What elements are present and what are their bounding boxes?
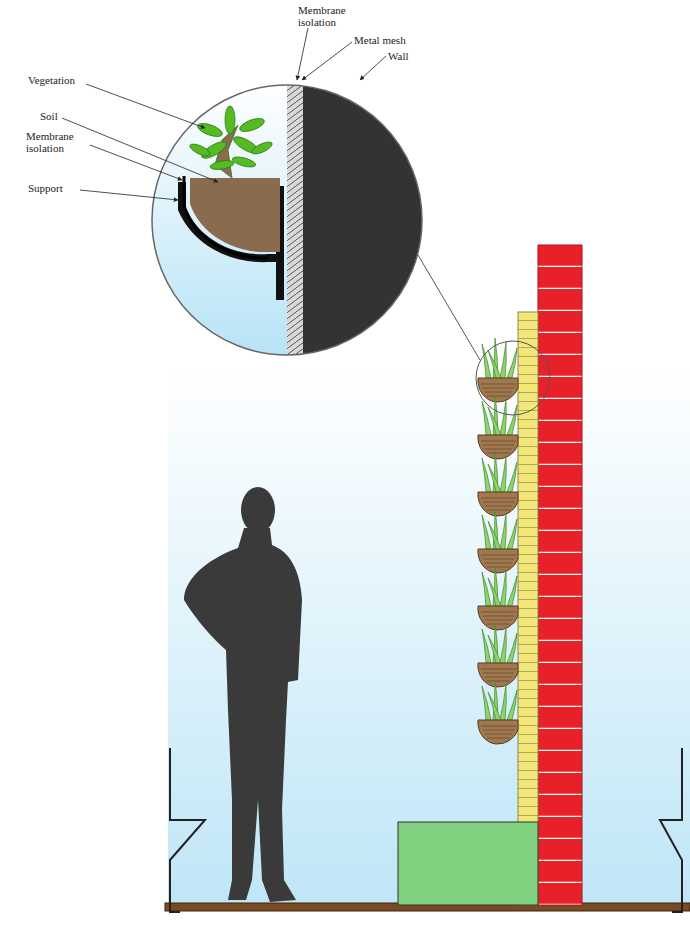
pot-stroke: [481, 441, 516, 442]
pot-stroke: [485, 620, 512, 621]
grass-blade: [488, 521, 501, 549]
pot-stroke: [485, 677, 512, 678]
pot-stroke: [483, 388, 514, 389]
pot-stroke: [481, 555, 516, 556]
pot-stroke: [483, 673, 514, 674]
grass-blade: [488, 635, 501, 663]
grass-blade: [500, 513, 506, 549]
pot-bowl: [478, 663, 518, 687]
grass-blade: [507, 633, 517, 663]
pot-stroke: [485, 392, 512, 393]
planter-pot: [478, 338, 518, 402]
pot-stroke: [485, 506, 512, 507]
pot-stroke: [481, 726, 516, 727]
pot-stroke: [483, 616, 514, 617]
pot-stroke: [487, 681, 510, 682]
grass-blade: [500, 456, 506, 492]
planter-pot: [478, 566, 518, 630]
part-label: Vegetation: [28, 74, 98, 86]
person-silhouette: [184, 487, 302, 902]
grass-blade: [488, 692, 501, 720]
pot-stroke: [483, 502, 514, 503]
planter-pot: [478, 623, 518, 687]
pot-stroke: [481, 384, 516, 385]
part-label: Membrane isolation: [298, 4, 368, 28]
grass-blade: [488, 578, 501, 606]
pot-stroke: [487, 567, 510, 568]
pot-bowl: [478, 606, 518, 630]
grass-blade: [507, 576, 517, 606]
grass-blade: [500, 684, 506, 720]
grass-blade: [500, 399, 506, 435]
grass-blade: [488, 407, 501, 435]
grass-blade: [507, 348, 517, 378]
grass-blade: [500, 627, 506, 663]
pot-stroke: [485, 734, 512, 735]
grass-blade: [482, 458, 491, 492]
pot-stroke: [483, 559, 514, 560]
pot-bowl: [478, 435, 518, 459]
pot-stroke: [487, 624, 510, 625]
grass-blade: [507, 405, 517, 435]
pot-bowl: [478, 378, 518, 402]
part-label: Soil: [40, 110, 80, 122]
leader-lines: [62, 28, 386, 200]
pot-stroke: [487, 738, 510, 739]
pot-stroke: [483, 445, 514, 446]
grass-blade: [500, 342, 506, 378]
pot-stroke: [487, 453, 510, 454]
pot-stroke: [487, 396, 510, 397]
grass-blade: [507, 690, 517, 720]
pot-bowl: [478, 492, 518, 516]
grass-blade: [507, 462, 517, 492]
pot-stroke: [483, 730, 514, 731]
grass-blade: [507, 519, 517, 549]
grass-blade: [488, 464, 501, 492]
pot-bowl: [478, 549, 518, 573]
grass-blade: [482, 629, 491, 663]
pot-stroke: [481, 498, 516, 499]
planter-pot: [478, 452, 518, 516]
planter-pot: [478, 509, 518, 573]
pot-stroke: [487, 510, 510, 511]
pot-stroke: [481, 669, 516, 670]
pot-stroke: [485, 449, 512, 450]
planter-pot: [478, 395, 518, 459]
planter-pots: [478, 338, 518, 744]
grass-blade: [488, 350, 501, 378]
part-label: Wall: [388, 50, 428, 62]
pot-stroke: [481, 612, 516, 613]
grass-blade: [482, 686, 491, 720]
pot-bowl: [478, 720, 518, 744]
grass-blade: [500, 570, 506, 606]
part-label: Metal mesh: [354, 34, 424, 46]
pot-stroke: [485, 563, 512, 564]
part-label: Membrane isolation: [26, 130, 96, 154]
grass-blade: [482, 572, 491, 606]
part-label: Support: [28, 182, 88, 194]
grass-blade: [482, 515, 491, 549]
planter-pot: [478, 680, 518, 744]
